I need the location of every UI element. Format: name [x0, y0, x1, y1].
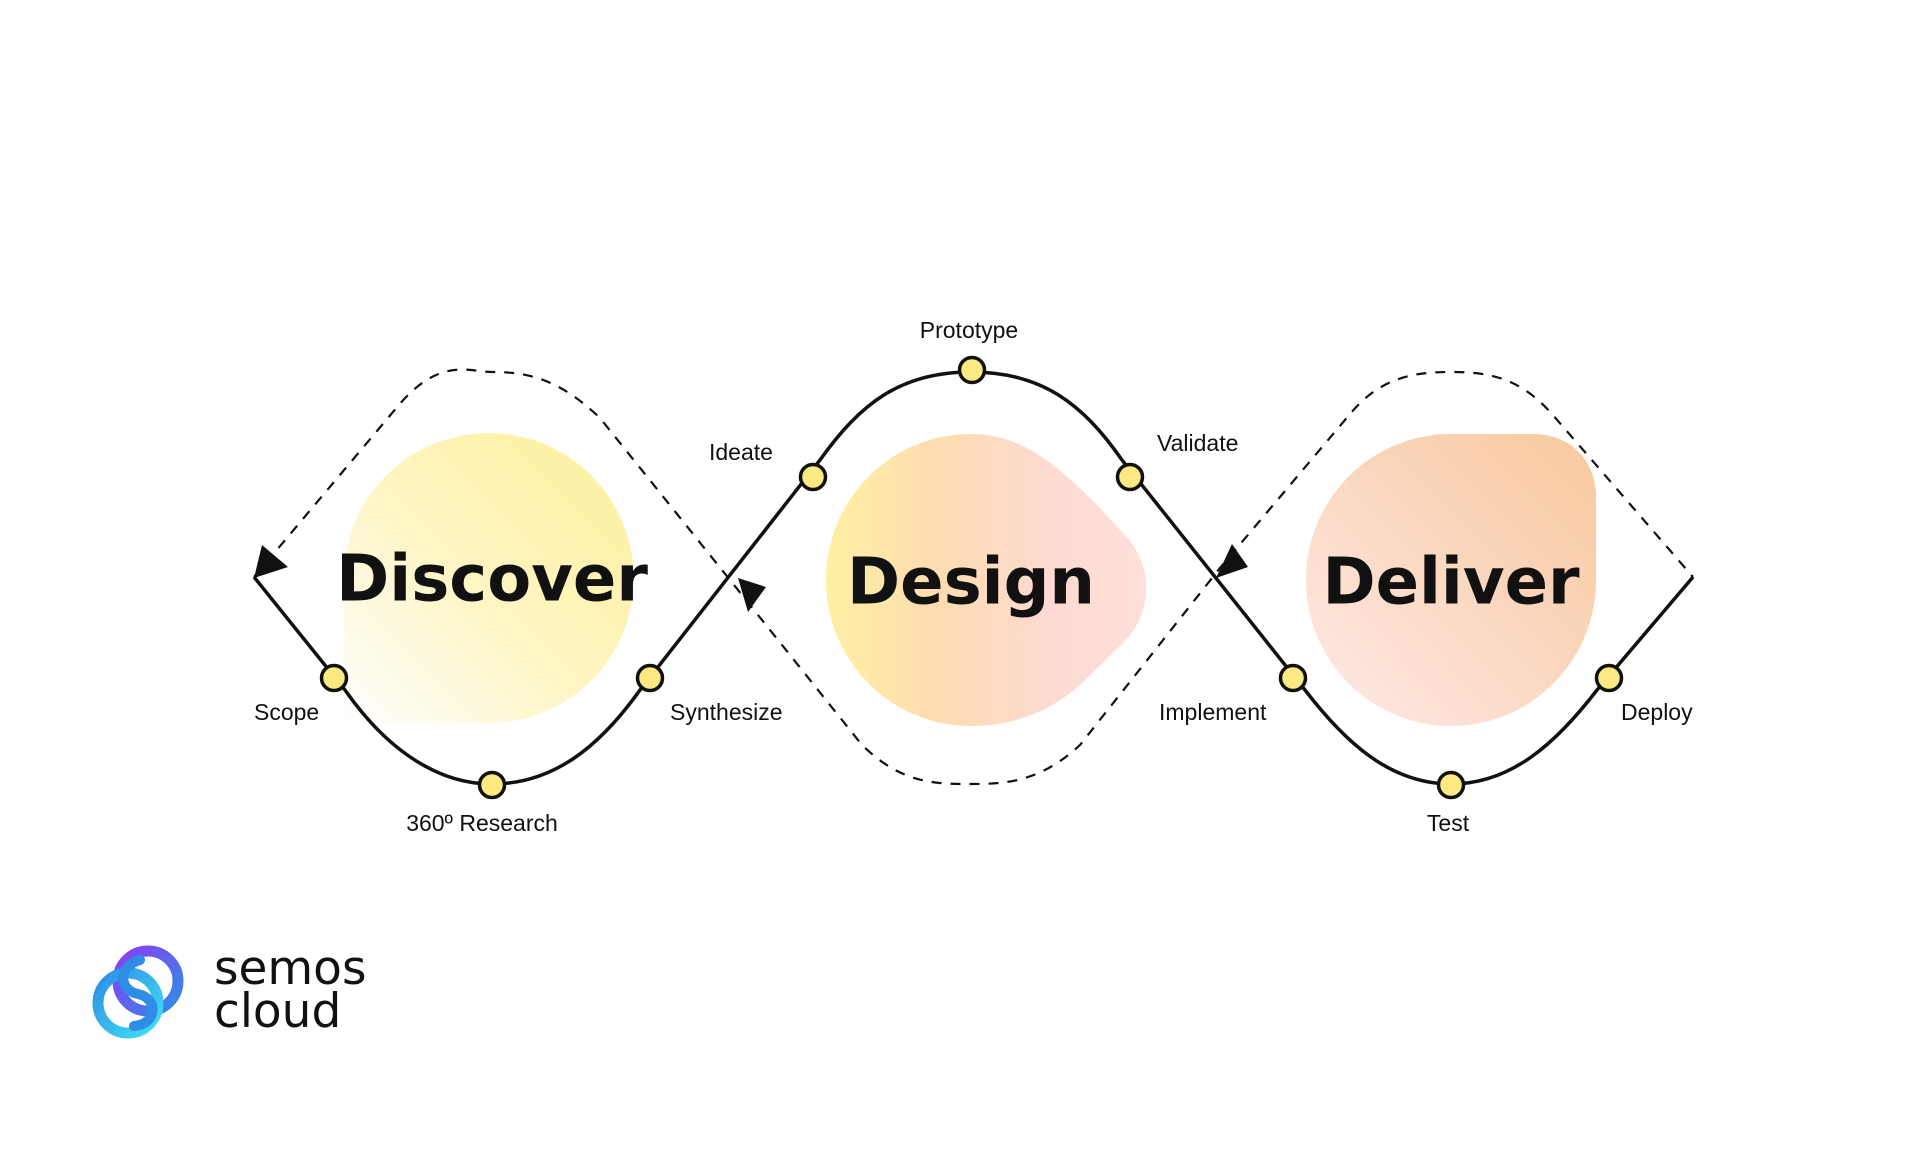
step-label-validate: Validate: [1157, 430, 1238, 456]
step-label-ideate: Ideate: [709, 439, 773, 465]
phase-title-design: Design: [847, 546, 1095, 620]
semos-cloud-logo: [92, 945, 184, 1039]
step-label-scope: Scope: [254, 699, 319, 725]
dashed-return-path: [253, 368, 1694, 786]
step-label-prototype: Prototype: [920, 317, 1018, 343]
node-synthesize[interactable]: [635, 663, 665, 693]
node-test[interactable]: [1436, 770, 1466, 800]
node-scope[interactable]: [319, 663, 349, 693]
step-nodes: [319, 355, 1624, 800]
design-blob: [826, 434, 1147, 726]
discover-blob: [344, 433, 634, 723]
arrowhead-scope: [254, 545, 288, 578]
node-research[interactable]: [477, 770, 507, 800]
phase-title-deliver: Deliver: [1322, 546, 1580, 620]
step-label-implement: Implement: [1159, 699, 1267, 725]
phase-title-discover: Discover: [336, 543, 648, 617]
brand-line-2: cloud: [214, 984, 341, 1039]
node-ideate[interactable]: [798, 462, 828, 492]
node-validate[interactable]: [1115, 462, 1145, 492]
brand-line-1: semos: [214, 941, 366, 996]
node-prototype[interactable]: [957, 355, 987, 385]
logo-link-stroke: [118, 955, 158, 1031]
step-label-deploy: Deploy: [1621, 699, 1693, 725]
node-implement[interactable]: [1278, 663, 1308, 693]
arrowhead-implement: [1216, 544, 1248, 578]
step-label-research: 360º Research: [406, 810, 558, 836]
arrowhead-synthesize: [738, 578, 766, 612]
step-label-synthesize: Synthesize: [670, 699, 783, 725]
step-label-test: Test: [1427, 810, 1470, 836]
deliver-blob: [1306, 434, 1596, 726]
node-deploy[interactable]: [1594, 663, 1624, 693]
